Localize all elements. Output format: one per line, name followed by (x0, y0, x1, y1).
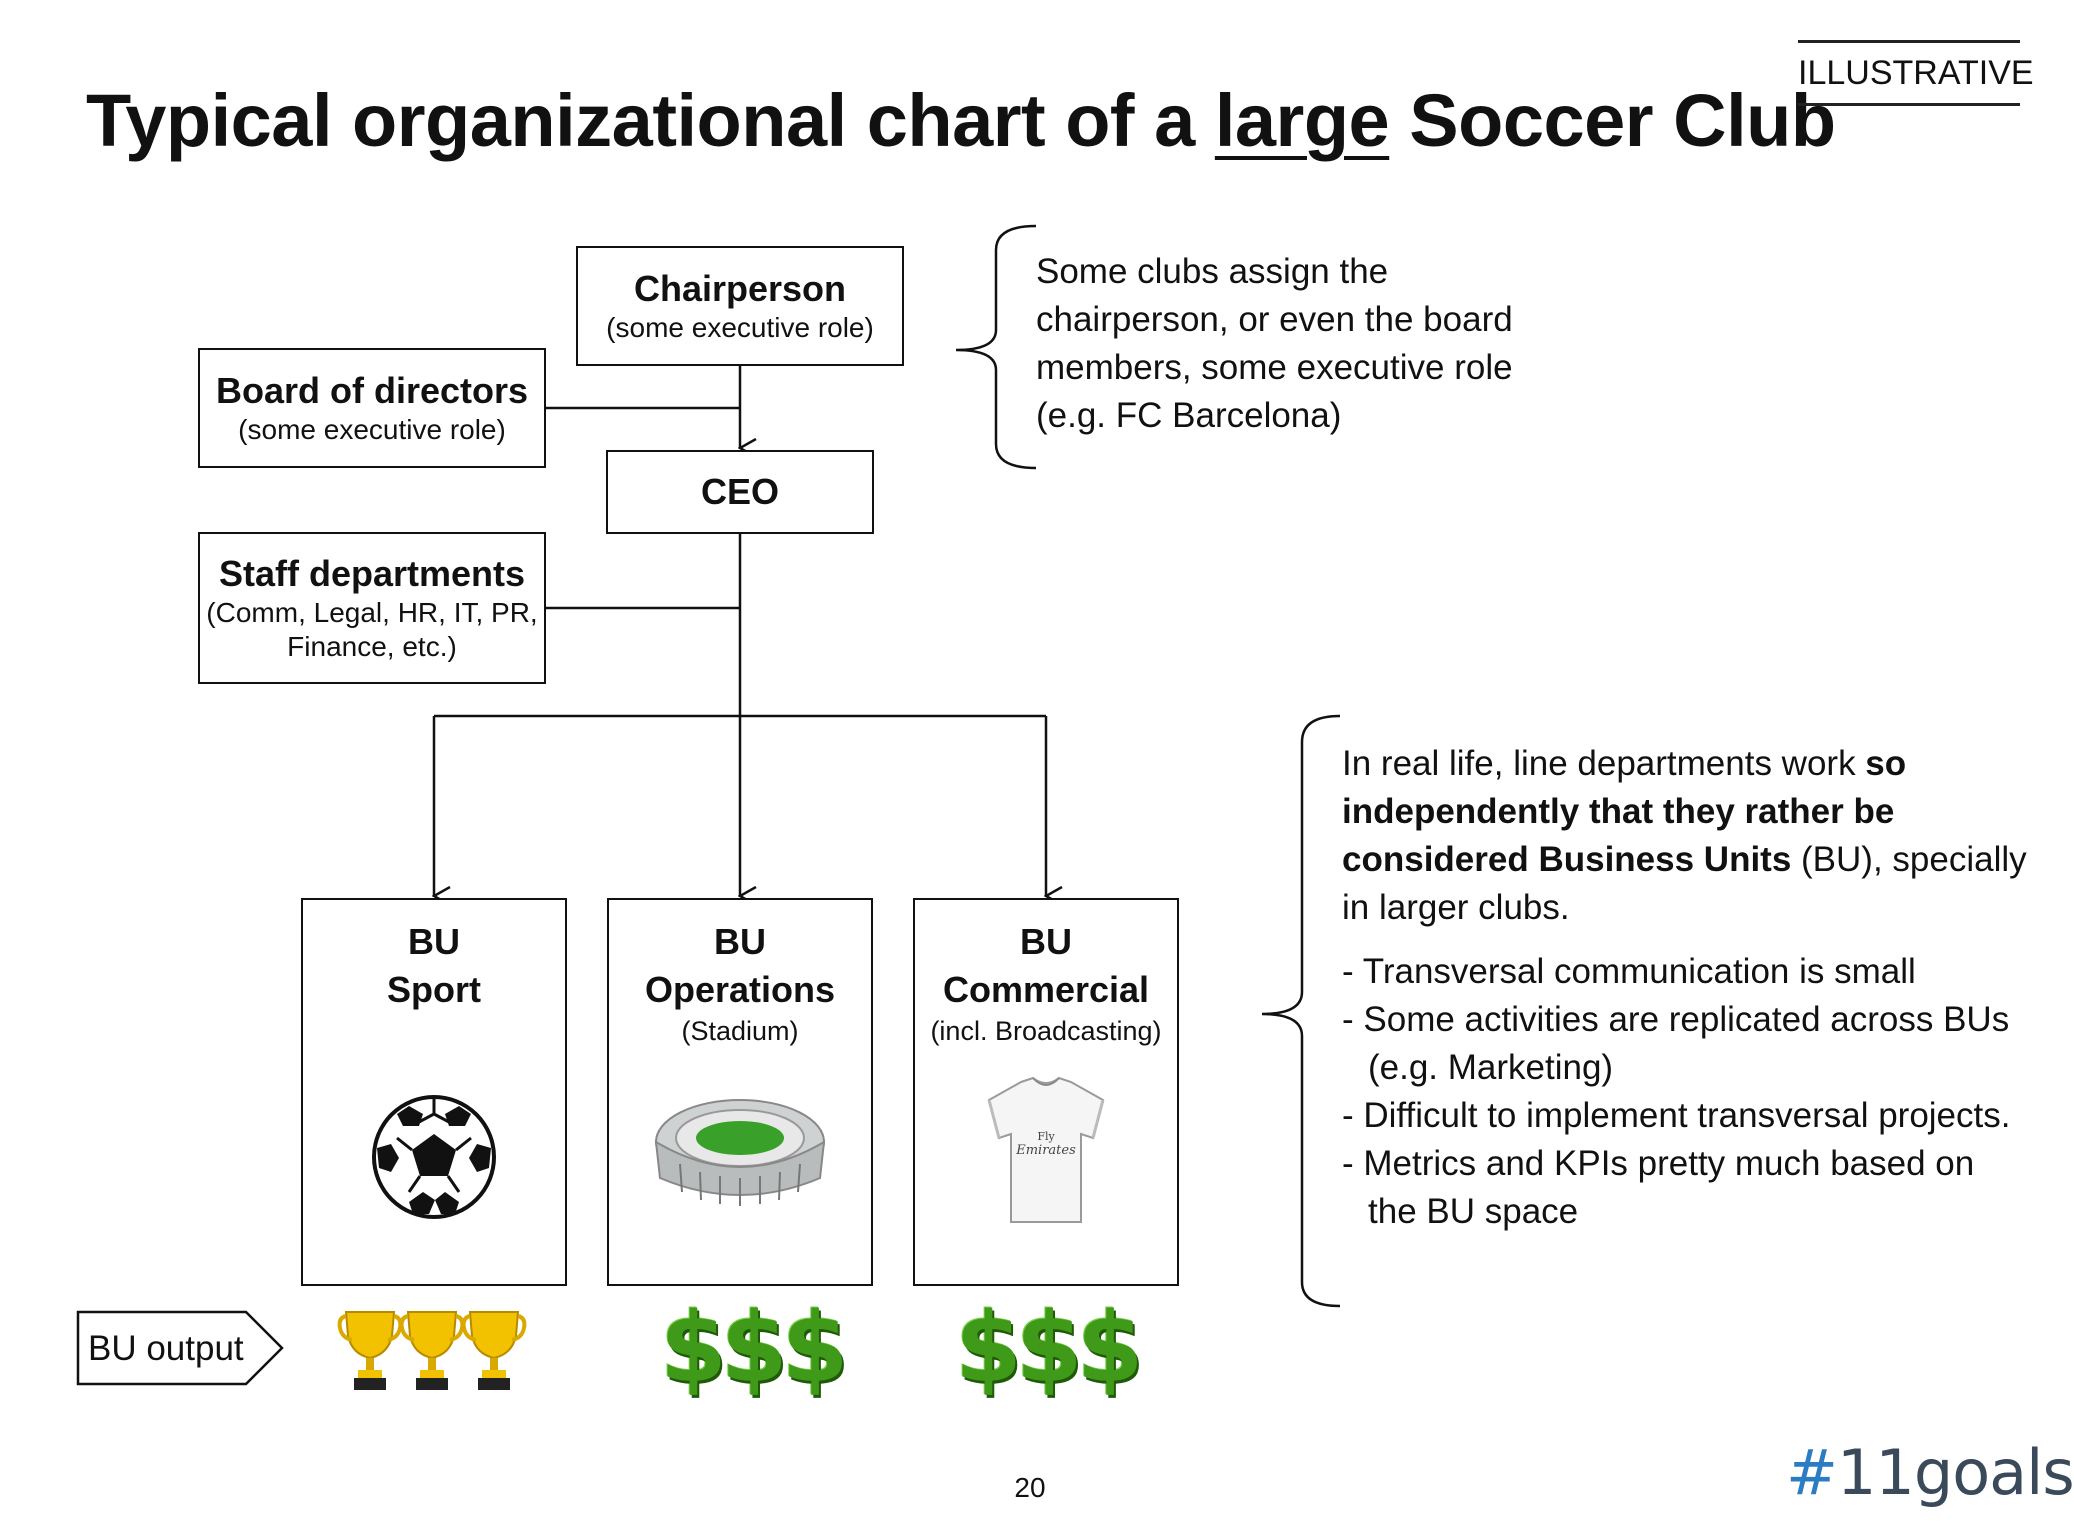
jersey-sponsor-line2: Emirates (1015, 1143, 1076, 1158)
jersey-sponsor-line1: Fly (1037, 1130, 1055, 1143)
board-box: Board of directors (some executive role) (198, 348, 546, 468)
ceo-box: CEO (606, 450, 874, 534)
chairperson-subtitle: (some executive role) (606, 312, 874, 343)
bu-operations-label: BU (714, 921, 766, 962)
chairperson-title: Chairperson (633, 268, 847, 309)
bu-output-arrow: BU output (76, 1310, 284, 1386)
bu-commercial-name: Commercial (942, 969, 1150, 1010)
brace-bottom (1261, 714, 1341, 1308)
bu-operations-subtitle: (Stadium) (681, 1016, 799, 1046)
commercial-output-dollars: $$$ (955, 1292, 1143, 1404)
operations-output-dollars: $$$ (660, 1292, 848, 1404)
ceo-title: CEO (700, 471, 779, 512)
board-subtitle: (some executive role) (238, 414, 506, 445)
page-title: Typical organizational chart of a large … (86, 78, 1836, 163)
brand-logo: #11goals (1786, 1436, 2074, 1509)
bu-commercial-box: BU Commercial (incl. Broadcasting) Fly E… (913, 898, 1179, 1286)
note-intro-bold: so independently that they rather be con… (1342, 744, 1907, 879)
note-bullet: - Transversal communication is small (1342, 952, 1916, 991)
staff-subtitle-line2: Finance, etc.) (287, 631, 457, 662)
page-number: 20 (1014, 1472, 1046, 1503)
note-bullet: - Metrics and KPIs pretty much based on … (1342, 1144, 1975, 1231)
logo-text: 11goals (1836, 1436, 2074, 1509)
note-business-units-intro: In real life, line departments work so i… (1342, 740, 2032, 932)
chairperson-box: Chairperson (some executive role) (576, 246, 904, 366)
brace-top (955, 224, 1037, 470)
note-bullet: - Difficult to implement transversal pro… (1342, 1096, 2011, 1135)
title-underlined-word: large (1214, 79, 1390, 162)
note-intro-text: In real life, line departments work (1342, 744, 1866, 783)
title-text-start: Typical organizational chart of a (86, 79, 1215, 162)
note-bullet: - Some activities are replicated across … (1342, 1000, 2010, 1087)
illustrative-tag: ILLUSTRATIVE (1798, 40, 2034, 106)
stadium-icon (654, 1099, 826, 1206)
bu-sport-label: BU (408, 921, 460, 962)
logo-hash: # (1786, 1436, 1838, 1509)
staff-box: Staff departments (Comm, Legal, HR, IT, … (198, 532, 546, 684)
trophies-icon (337, 1310, 527, 1392)
bu-output-label: BU output (88, 1329, 244, 1368)
staff-subtitle-line1: (Comm, Legal, HR, IT, PR, (206, 597, 538, 628)
title-text-end: Soccer Club (1389, 79, 1836, 162)
staff-title: Staff departments (218, 553, 526, 594)
bu-sport-name: Sport (387, 969, 481, 1010)
bu-sport-box: BU Sport (301, 898, 567, 1286)
note-intro-tail: (BU), specially in larger clubs. (1342, 840, 2027, 927)
jersey-icon: Fly Emirates (987, 1076, 1105, 1223)
soccer-ball-icon (372, 1095, 496, 1219)
note-executive-role: Some clubs assign the chairperson, or ev… (1036, 252, 1513, 435)
note-business-units: In real life, line departments work so i… (1342, 740, 2032, 1236)
bu-commercial-label: BU (1020, 921, 1072, 962)
note-bullet-list: - Transversal communication is small - S… (1342, 948, 2032, 1236)
bu-operations-box: BU Operations (Stadium) (607, 898, 873, 1286)
board-title: Board of directors (215, 370, 529, 411)
bu-operations-name: Operations (644, 969, 836, 1010)
bu-commercial-subtitle: (incl. Broadcasting) (930, 1016, 1162, 1046)
